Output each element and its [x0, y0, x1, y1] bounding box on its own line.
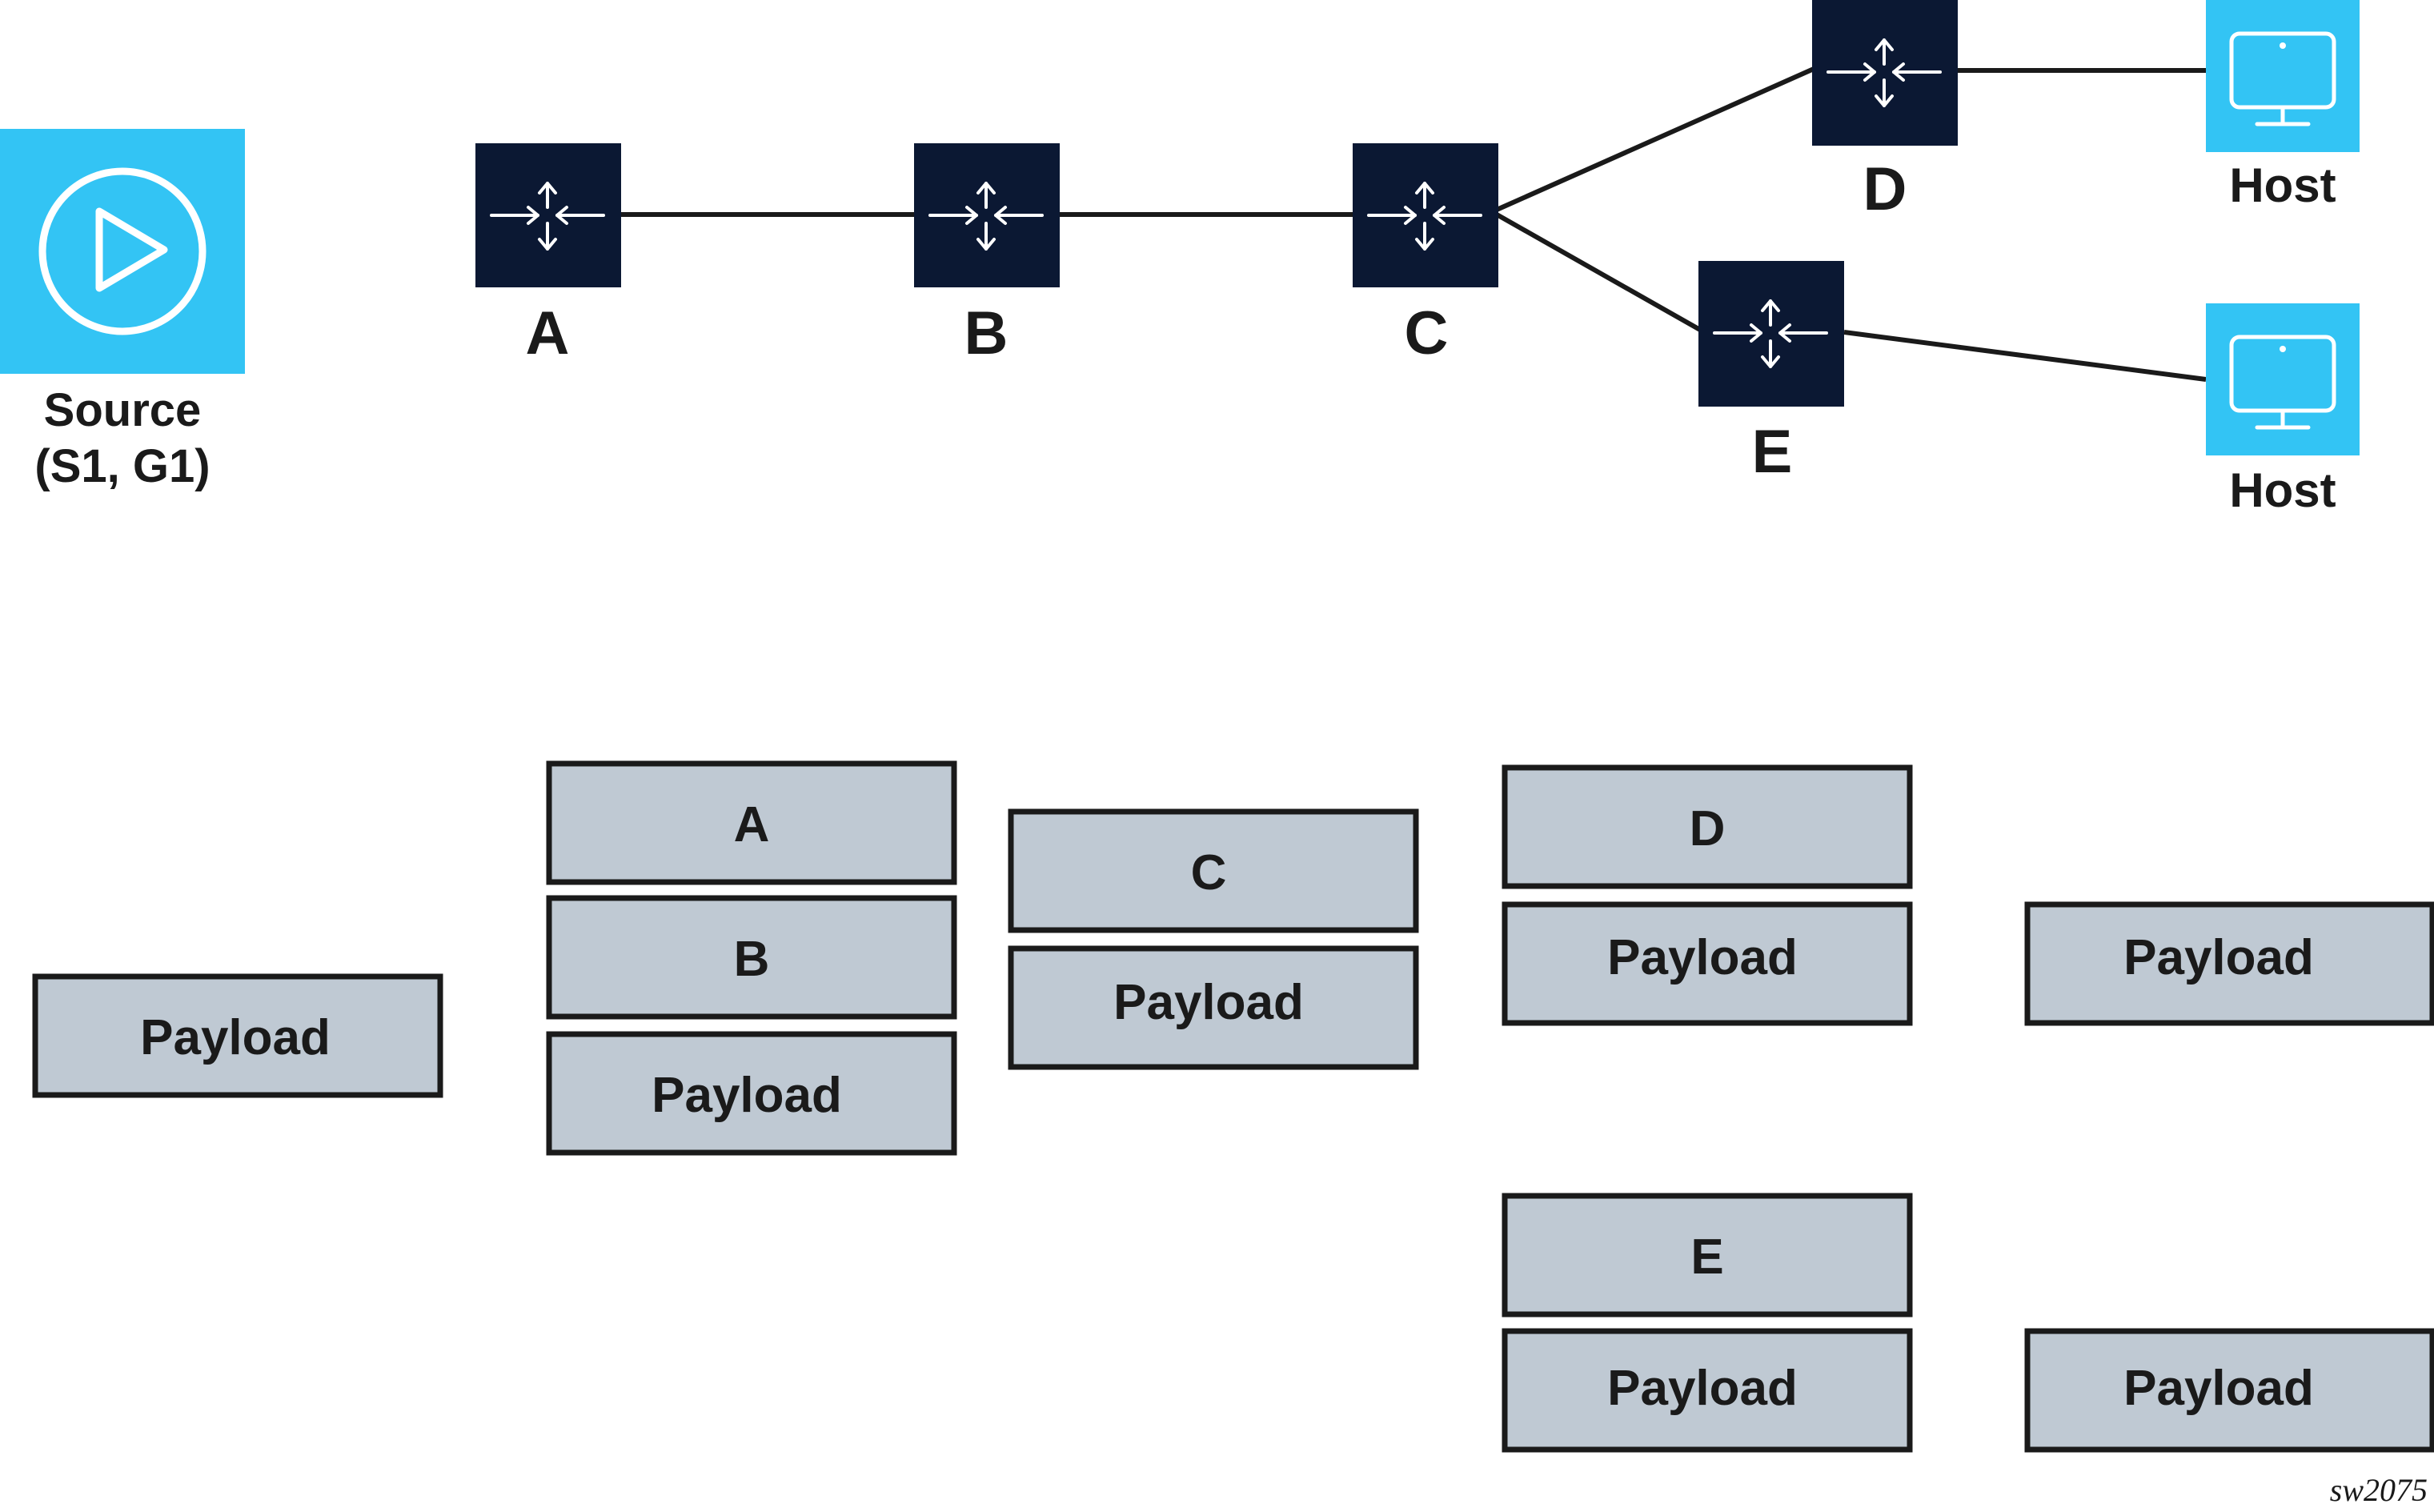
packet-source-payload: Payload [140, 1010, 331, 1065]
play-icon [38, 167, 207, 335]
packet-host-e-payload: Payload [2123, 1361, 2314, 1416]
host-e-label: Host [2229, 463, 2336, 517]
packet-b-header-c: C [1191, 845, 1227, 900]
router-e [1698, 261, 1844, 407]
router-c [1353, 143, 1498, 287]
packet-b-payload-box [1008, 945, 1419, 1070]
packet-e-payload-box [1502, 1328, 1913, 1453]
packet-e-header-e: E [1690, 1229, 1723, 1285]
packet-a-header-b: B [734, 932, 770, 987]
packet-a-payload: Payload [652, 1068, 842, 1123]
packet-d-payload: Payload [1607, 930, 1798, 985]
packet-b-payload: Payload [1113, 975, 1304, 1030]
source-node: Source (S1, G1) [0, 129, 245, 492]
packet-d-header-d: D [1690, 801, 1726, 856]
host-e [2206, 303, 2360, 455]
router-d [1812, 0, 1958, 146]
host-d [2206, 0, 2360, 152]
packet-host-e-payload-box [2024, 1328, 2434, 1453]
router-e-label: E [1752, 418, 1793, 486]
packet-host-d-payload: Payload [2123, 930, 2314, 985]
packet-d-header-d-box [1502, 764, 1913, 889]
router-c-label: C [1405, 299, 1449, 367]
figure-code: sw2075 [2330, 1472, 2428, 1508]
network-links [621, 66, 2207, 382]
packet-a-header-a-box [546, 760, 957, 885]
packet-b-header-c-box [1008, 808, 1419, 933]
link-e-host [1843, 330, 2207, 382]
link-c-e [1495, 212, 1702, 332]
host-d-label: Host [2229, 158, 2336, 212]
packet-a-payload-box [546, 1031, 957, 1156]
packet-source-payload-box [32, 973, 443, 1098]
source-group-label: (S1, G1) [34, 440, 210, 492]
packet-host-d-payload-box [2024, 901, 2434, 1026]
router-a [475, 143, 621, 287]
packet-e-header-e-box [1502, 1193, 1913, 1317]
packet-d-payload-box [1502, 901, 1913, 1026]
router-d-label: D [1863, 155, 1907, 223]
link-c-d [1495, 66, 1815, 212]
packet-a-header-a: A [734, 797, 770, 852]
packet-a-header-b-box [546, 895, 957, 1020]
router-b-label: B [964, 299, 1008, 367]
router-a-label: A [526, 299, 570, 367]
packet-e-payload: Payload [1607, 1361, 1798, 1416]
router-b [914, 143, 1060, 287]
source-label: Source [44, 384, 202, 436]
